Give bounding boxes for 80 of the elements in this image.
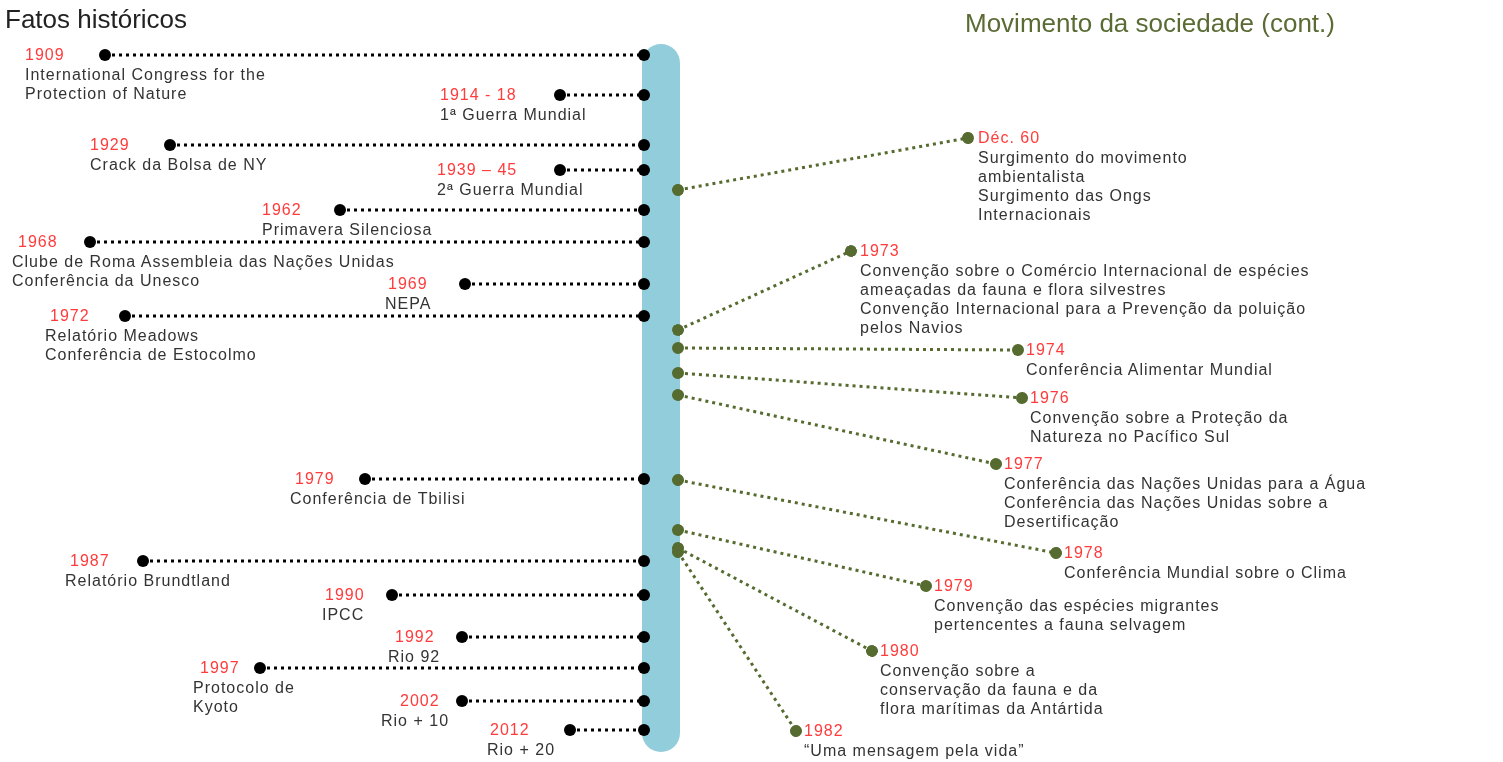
year-label: 1969 [388, 274, 428, 294]
year-label: 1978 [1064, 543, 1104, 563]
event-text: Convenção das espécies migrantes pertencentes a fauna selvagem [934, 596, 1221, 634]
year-label: Déc. 60 [978, 128, 1041, 148]
event-text: Relatório Meadows [45, 326, 199, 345]
event-text: Conferência Mundial sobre o Clima [1064, 563, 1347, 582]
dotted-connector [456, 695, 650, 707]
dotted-connector [554, 89, 650, 101]
dotted-connector [554, 164, 650, 176]
year-label: 1977 [1004, 454, 1044, 474]
year-label: 1939 – 45 [437, 160, 518, 180]
year-label: 1962 [262, 200, 302, 220]
dotted-connector [672, 524, 932, 592]
event-text: IPCC [322, 605, 365, 624]
year-label: 1973 [860, 241, 900, 261]
year-label: 1909 [25, 45, 65, 65]
year-label: 1992 [395, 627, 435, 647]
event-text: Relatório Brundtland [65, 571, 231, 590]
dotted-connector [119, 310, 650, 322]
dotted-connector [99, 49, 650, 61]
dotted-connector [459, 278, 650, 290]
year-label: 2012 [490, 720, 530, 740]
event-text: Surgimento do movimento ambientalista [978, 148, 1189, 186]
dotted-connector [672, 245, 857, 336]
event-text: Primavera Silenciosa [262, 220, 433, 239]
year-label: 1990 [325, 585, 365, 605]
year-label: 1980 [880, 641, 920, 661]
year-label: 1972 [50, 306, 90, 326]
event-text: Conferência Alimentar Mundial [1026, 360, 1273, 379]
event-text: Conferência das Nações Unidas para a Água [1004, 474, 1367, 493]
event-text: Conferência de Tbilisi [290, 489, 466, 508]
year-label: 1997 [200, 658, 240, 678]
event-text: “Uma mensagem pela vida” [804, 741, 1025, 760]
dotted-connector [84, 236, 650, 248]
dotted-connector [386, 589, 650, 601]
dotted-connector [456, 631, 650, 643]
year-label: 2002 [400, 691, 440, 711]
dotted-connector [672, 389, 1002, 470]
year-label: 1979 [295, 469, 335, 489]
event-text: Rio + 10 [381, 711, 450, 730]
event-text: 2ª Guerra Mundial [437, 180, 584, 199]
dotted-connector [164, 139, 650, 151]
timeline-bar [642, 44, 680, 752]
year-label: 1982 [804, 721, 844, 741]
year-label: 1974 [1026, 340, 1066, 360]
dotted-connector [672, 342, 1024, 356]
year-label: 1976 [1030, 388, 1070, 408]
heading: Fatos históricos [5, 4, 188, 35]
year-label: 1914 - 18 [440, 85, 517, 105]
dotted-connector [359, 473, 650, 485]
event-text: NEPA [385, 294, 432, 313]
year-label: 1979 [934, 576, 974, 596]
heading: Movimento da sociedade (cont.) [965, 8, 1335, 39]
dotted-connector [254, 662, 650, 674]
dotted-connector [672, 367, 1028, 404]
event-text: Conferência de Estocolmo [45, 345, 257, 364]
dotted-connector [334, 204, 650, 216]
dotted-connector [672, 132, 974, 196]
year-label: 1929 [90, 135, 130, 155]
event-text: Crack da Bolsa de NY [90, 155, 268, 174]
event-text: Convenção Internacional para a Prevenção da poluição pelos Navios [860, 299, 1308, 337]
event-text: Convenção sobre a conservação da fauna e da flora marítimas da Antártida [880, 661, 1105, 718]
event-text: International Congress for the Protection of Nature [25, 65, 267, 103]
dotted-connector [672, 546, 802, 737]
event-text: Convenção sobre o Comércio Internacional de espécies ameaçadas da fauna e flora silvestres [860, 261, 1311, 299]
year-label: 1987 [70, 551, 110, 571]
event-text: Clube de Roma Assembleia das Nações Unidas [12, 252, 395, 271]
event-text: 1ª Guerra Mundial [440, 105, 587, 124]
dotted-connector [564, 724, 650, 736]
event-text: Convenção sobre a Proteção da Natureza no Pacífico Sul [1030, 408, 1290, 446]
event-text: Surgimento das Ongs Internacionais [978, 186, 1153, 224]
event-text: Conferência das Nações Unidas sobre a Desertificação [1004, 493, 1330, 531]
dotted-connector [137, 555, 650, 567]
event-text: Conferência da Unesco [12, 271, 201, 290]
dotted-connector [672, 474, 1062, 559]
year-label: 1968 [18, 232, 58, 252]
event-text: Rio 92 [388, 647, 441, 666]
event-text: Rio + 20 [487, 740, 556, 759]
dotted-connector [672, 542, 878, 657]
event-text: Protocolo de Kyoto [193, 678, 296, 716]
